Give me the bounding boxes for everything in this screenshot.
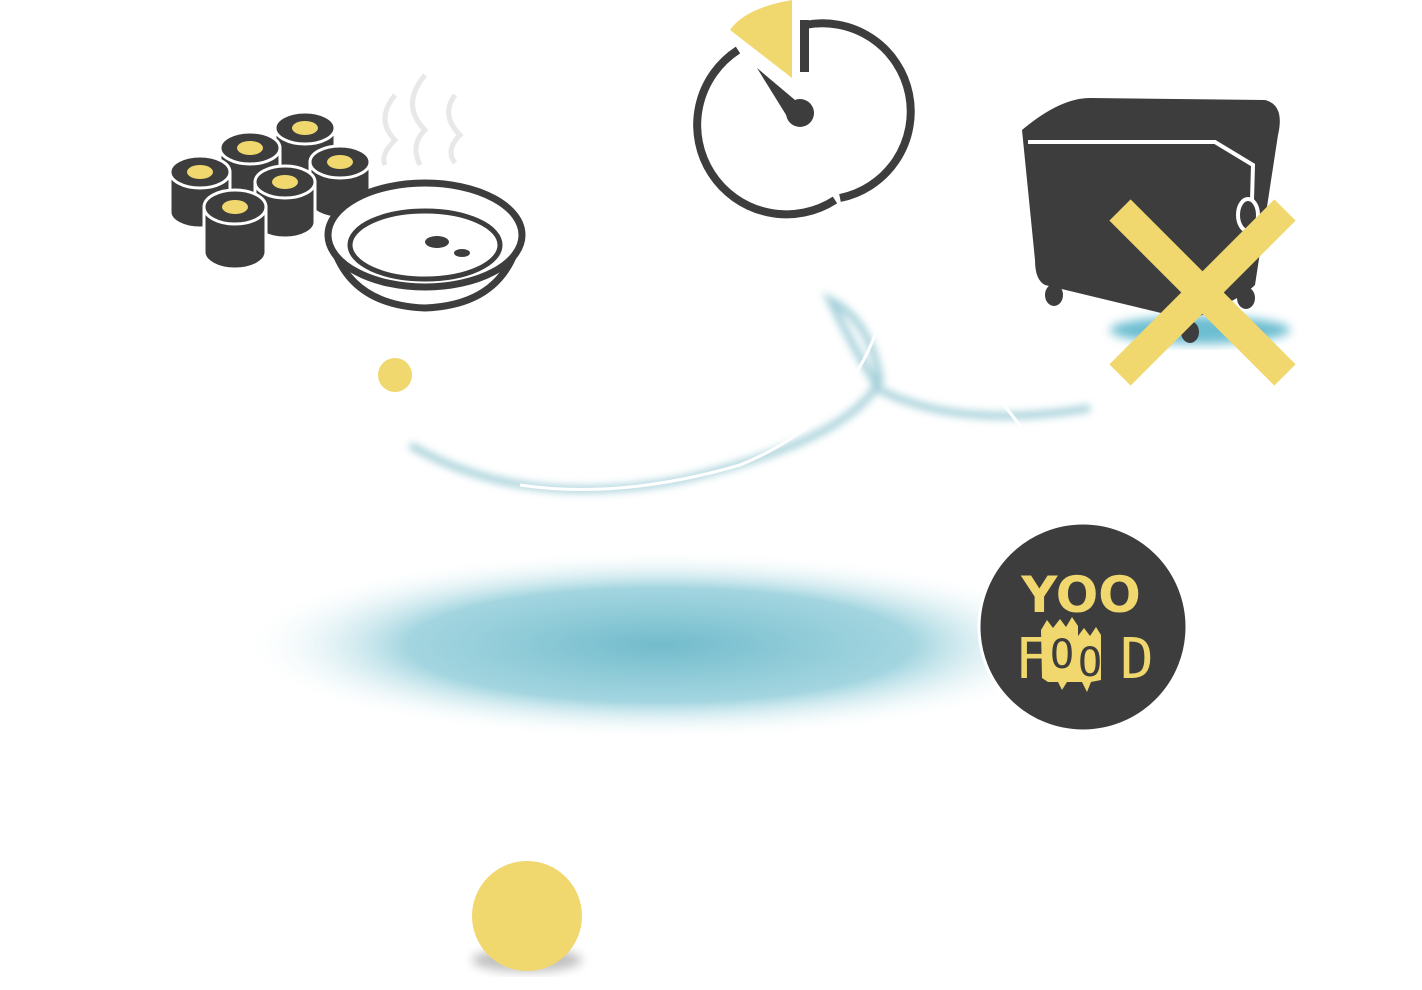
logo-letter-o2: O: [1078, 640, 1102, 686]
yoofood-logo: YOO F O O D: [977, 521, 1189, 733]
logo-line1: YOO: [1020, 566, 1140, 624]
small-dot: [378, 358, 412, 392]
dumpster-cancel-icon: [1022, 98, 1296, 386]
timer-icon: [693, 0, 915, 219]
route-path-2: [998, 399, 1032, 439]
shadow-ellipse: [240, 550, 1080, 740]
sushi-icon: [168, 110, 372, 271]
soup-bowl-icon: [324, 73, 526, 312]
logo-letter-d: D: [1120, 627, 1154, 692]
yellow-ball: [472, 861, 582, 971]
logo-letter-o1: O: [1050, 632, 1074, 678]
route-path: [519, 319, 882, 491]
